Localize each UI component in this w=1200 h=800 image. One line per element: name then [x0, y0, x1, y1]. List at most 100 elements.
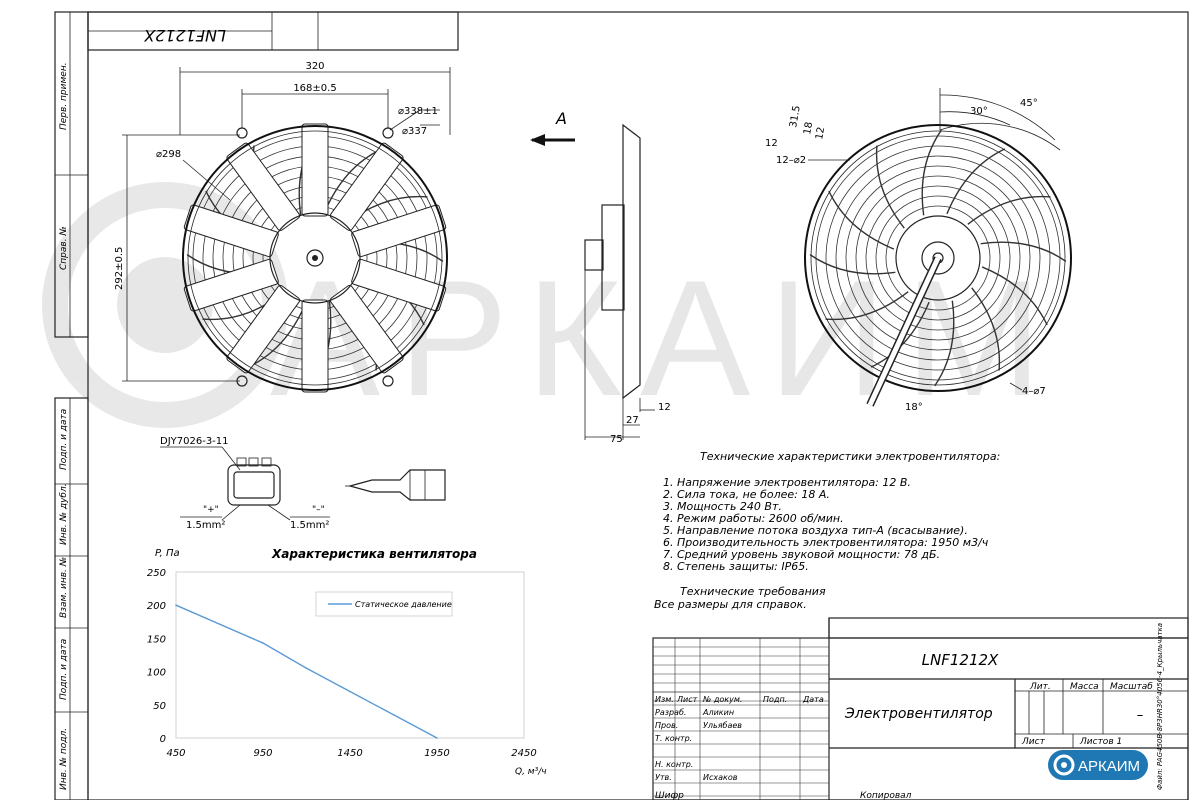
strip-label: Перв. примен.	[59, 62, 69, 130]
wire-right: 1.5mm²	[290, 520, 329, 531]
fan-blade	[183, 258, 279, 312]
series-point	[305, 667, 308, 670]
spec-item: 7. Средний уровень звуковой мощности: 78…	[663, 548, 940, 561]
dim-label: 292±0.5	[114, 247, 125, 290]
dim-label: 31.5	[788, 105, 803, 129]
dim-label: 27	[626, 415, 639, 426]
dim-label: 12	[765, 138, 778, 149]
grill-spoke	[825, 291, 909, 321]
connector-drawing: DJY7026-3-11 "+" "–" 1.5mm² 1.5mm²	[160, 436, 446, 531]
mirrored-designation: LNF1212X	[143, 26, 226, 45]
x-tick-label: 2450	[511, 748, 536, 759]
dim-label: ⌀337	[402, 126, 427, 137]
pin-plus: "+"	[203, 505, 219, 515]
y-tick-label: 200	[147, 601, 166, 612]
series-point	[262, 642, 264, 644]
tb-role: Изм.	[655, 695, 674, 704]
strip-label: Подп. и дата	[59, 639, 69, 700]
y-tick-label: 250	[147, 568, 166, 579]
tb-col-scale: Масштаб	[1110, 682, 1153, 692]
grill-ring	[865, 185, 1011, 331]
fan-blade	[226, 142, 301, 231]
specs-block: Технические характеристики электровентил…	[654, 450, 1000, 611]
fan-blade	[183, 204, 279, 258]
spec-item: 1. Напряжение электровентилятора: 12 В.	[663, 476, 911, 489]
chart-xlabel: Q, м³/ч	[515, 767, 547, 777]
grill-ring	[855, 175, 1021, 341]
spec-item: 2. Сила тока, не более: 18 А.	[663, 488, 830, 501]
tb-role: Разраб.	[655, 708, 686, 717]
tb-person: Ульябаев	[703, 721, 742, 730]
tb-sheets: Листов 1	[1079, 737, 1122, 747]
grill-spoke	[875, 145, 905, 229]
strip-label: Инв. № подл.	[59, 728, 69, 790]
grill-ring	[825, 145, 1051, 371]
y-tick-label: 50	[153, 701, 166, 712]
grill-ring	[885, 205, 991, 311]
fan-blade	[329, 142, 404, 231]
fan-blade	[301, 123, 329, 217]
tb-head: Дата	[802, 695, 824, 704]
series-line	[175, 604, 438, 739]
dim-label: ⌀298	[156, 149, 181, 160]
grill-ring	[875, 195, 1001, 321]
tb-logo-text: АРКАИМ	[1078, 758, 1140, 775]
tb-head: Подп.	[763, 695, 787, 704]
tb-name: Электровентилятор	[844, 706, 993, 722]
spec-item: 5. Направление потока воздуха тип-А (вса…	[663, 524, 968, 537]
fan-blade	[351, 204, 447, 258]
rear-view: 45° 30° 31.5 18 12 12 12–⌀2 4–⌀7 18°	[765, 88, 1072, 413]
spec-item: 8. Степень защиты: IP65.	[663, 560, 809, 573]
tb-sheet: Лист	[1021, 737, 1046, 747]
grill-spoke	[870, 301, 930, 368]
dim-label: 30°	[970, 106, 988, 117]
chart-title: Характеристика вентилятора	[271, 547, 477, 561]
spec-item: 4. Режим работы: 2600 об/мин.	[663, 512, 844, 525]
grill-spoke	[971, 287, 1001, 371]
grill-spoke	[946, 148, 1006, 215]
strip-label: Подп. и дата	[59, 409, 69, 470]
legend-label: Статическое давление	[355, 600, 452, 609]
x-tick-label: 1950	[424, 748, 449, 759]
x-tick-label: 950	[253, 748, 272, 759]
fan-blade	[226, 285, 301, 374]
tb-role: Пров.	[655, 721, 678, 730]
dim-label: 12–⌀2	[776, 155, 806, 166]
dim-label: 18°	[905, 402, 923, 413]
req-text: Все размеры для справок.	[654, 598, 807, 611]
view-arrow-label: А	[555, 109, 567, 128]
tb-logo	[1048, 750, 1148, 780]
tb-footer-mid: Копировал	[860, 791, 912, 800]
tb-role: Утв.	[655, 773, 672, 782]
dim-label: 168±0.5	[293, 83, 336, 94]
grill-spoke	[828, 190, 895, 250]
strip-label: Инв. № дубл.	[59, 483, 69, 545]
tb-role: Т. контр.	[655, 734, 692, 743]
tb-footer-left: Шифр	[655, 791, 684, 800]
tb-file-note: Файл: PAG450B-8P3HR30°4056-4_Крыльчатка	[1156, 623, 1164, 790]
dim-label: 12	[658, 402, 671, 413]
side-strips: Перв. примен. Справ. № Подп. и дата Инв.…	[54, 11, 89, 800]
fan-blade	[329, 285, 404, 374]
series-point	[349, 690, 351, 693]
grill-spoke	[934, 300, 955, 387]
strip-label: Взам. инв. №	[59, 557, 69, 618]
tb-col-mass: Масса	[1070, 682, 1099, 692]
chart-ylabel: P, Па	[155, 548, 180, 559]
spec-item: 6. Производительность электровентилятора…	[663, 536, 989, 549]
specs-title: Технические характеристики электровентил…	[700, 450, 1000, 463]
spec-item: 3. Мощность 240 Вт.	[663, 500, 782, 513]
fan-blade	[351, 258, 447, 312]
grill-spoke	[967, 195, 1051, 225]
series-point	[175, 604, 177, 606]
pin-minus: "–"	[312, 505, 325, 515]
series-point	[436, 737, 438, 739]
tb-designation: LNF1212X	[922, 651, 999, 669]
y-tick-label: 0	[160, 734, 166, 745]
dim-label: 320	[305, 61, 324, 72]
strip-label: Справ. №	[59, 226, 69, 270]
tb-role: Н. контр.	[655, 760, 693, 769]
grill-ring	[835, 155, 1041, 361]
